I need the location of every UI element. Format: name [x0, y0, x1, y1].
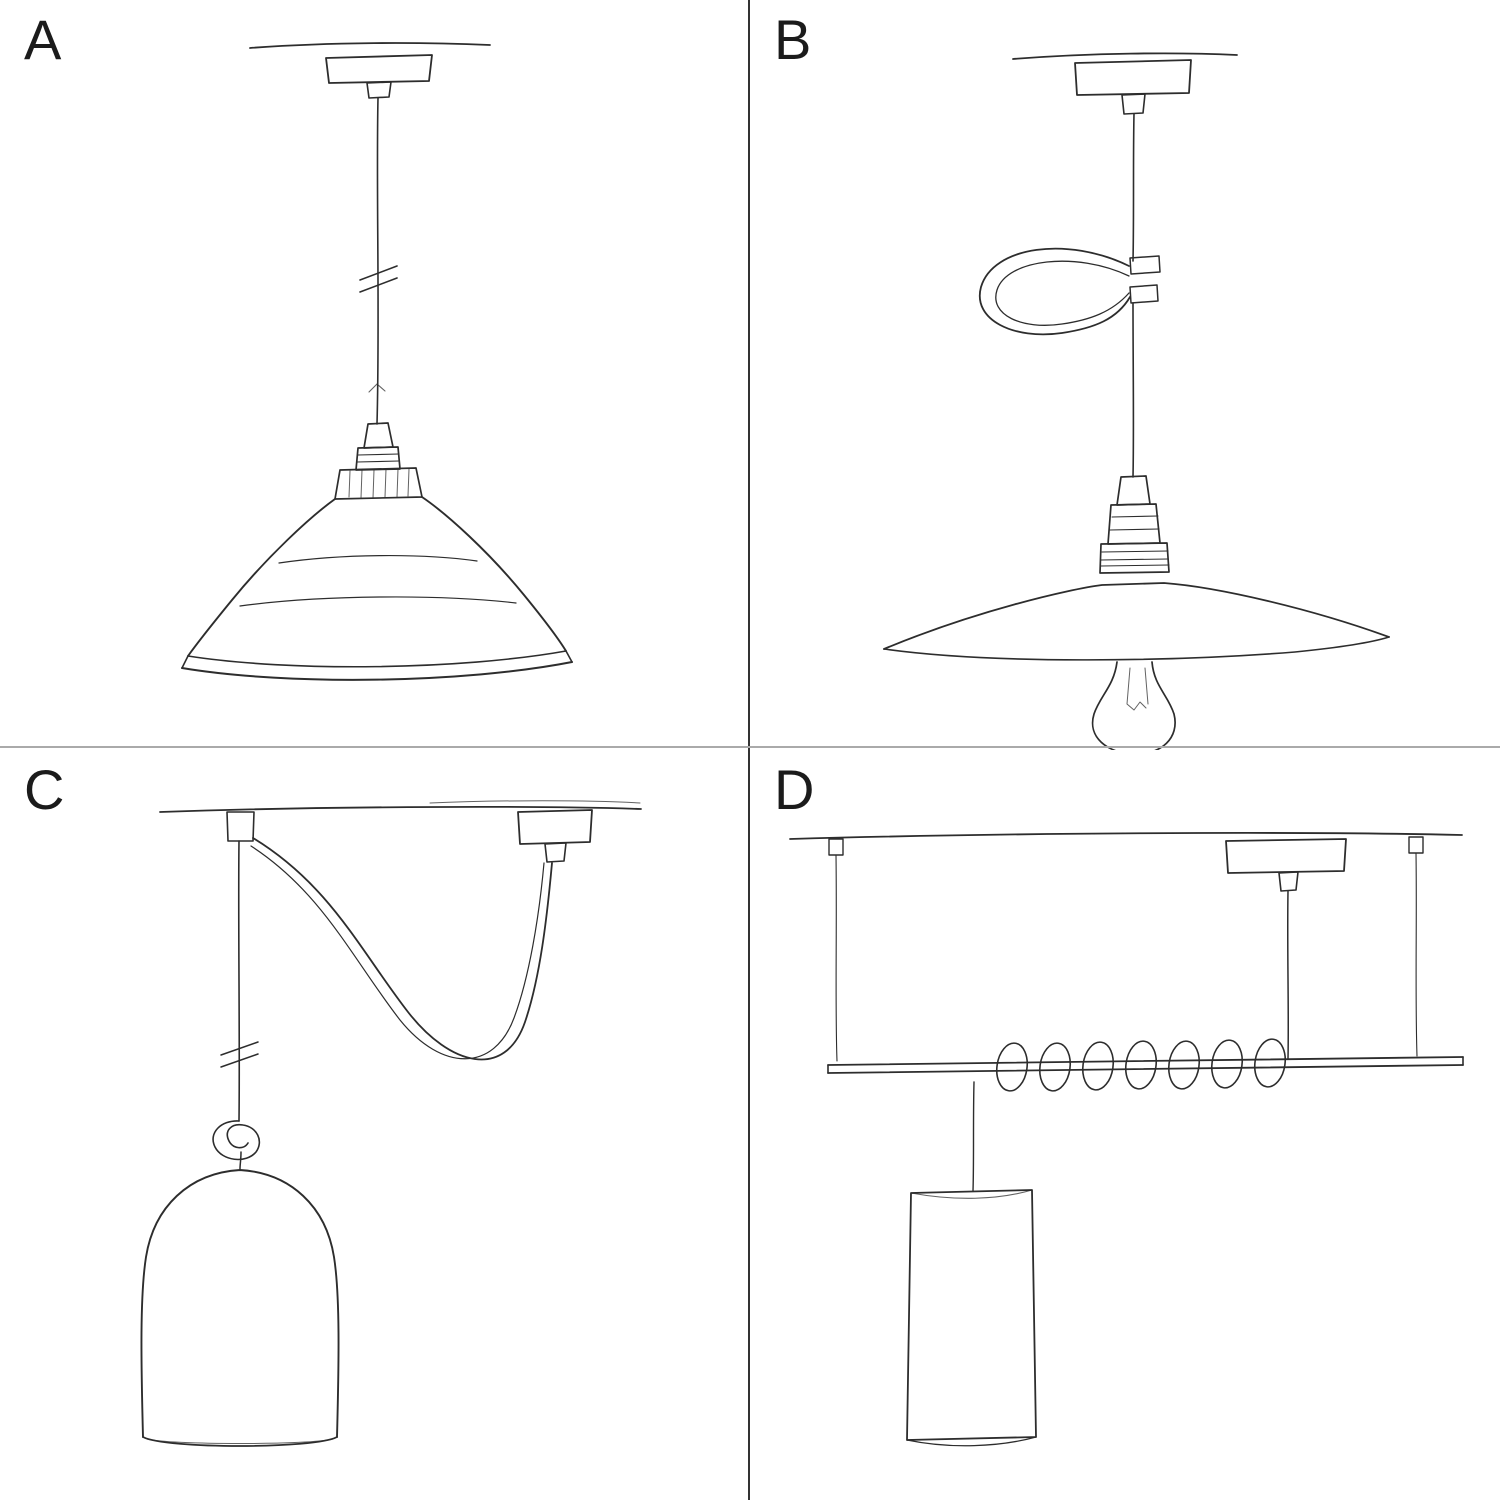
light-bulb [1091, 661, 1176, 750]
ceiling-rose [1225, 838, 1347, 892]
ceiling-line [789, 832, 1463, 840]
lamp-shade [181, 467, 573, 681]
ceiling-rose [517, 809, 593, 863]
ceiling-line [1012, 52, 1238, 60]
ceiling-rose [325, 54, 433, 99]
cable-knot [212, 1120, 261, 1170]
bistro-shade-pendant-sketch [181, 42, 573, 681]
vertical-divider [748, 0, 750, 1500]
drop-cable [220, 840, 259, 1122]
panel-b: B [750, 0, 1500, 750]
left-suspension-wire [828, 838, 844, 1062]
panel-d: D [750, 750, 1500, 1500]
horizontal-bar [827, 1056, 1464, 1074]
swag-hook [226, 811, 255, 842]
cylinder-shade [906, 1189, 1037, 1447]
plate-shade [883, 582, 1390, 661]
lamp-holder [1099, 475, 1170, 574]
pendant-cable [359, 97, 398, 425]
ceiling-line [249, 42, 491, 49]
bar-suspension-cylinder-pendant-sketch [789, 832, 1464, 1447]
right-suspension-wire [1408, 836, 1424, 1057]
horizontal-divider [0, 746, 1500, 748]
plate-shade-bulb-pendant-sketch [883, 52, 1390, 750]
panel-a: A [0, 0, 750, 750]
lamp-holder [355, 422, 401, 471]
panel-b-label: B [774, 8, 813, 71]
rose-cable [1286, 890, 1290, 1060]
panel-a-label: A [24, 8, 63, 71]
coiled-cable [995, 1038, 1287, 1092]
pendant-cable [1132, 113, 1135, 478]
panel-d-label: D [774, 758, 816, 821]
swag-cable [250, 837, 553, 1061]
pendant-drop-cable [972, 1081, 975, 1192]
panel-c-label: C [24, 758, 66, 821]
panel-c: C [0, 750, 750, 1500]
cable-loop-and-clip [978, 247, 1161, 336]
bell-shade [140, 1169, 340, 1447]
ceiling-rose [1074, 59, 1192, 115]
ceiling-line [159, 800, 642, 813]
swag-hook-bell-shade-pendant-sketch [140, 800, 642, 1447]
